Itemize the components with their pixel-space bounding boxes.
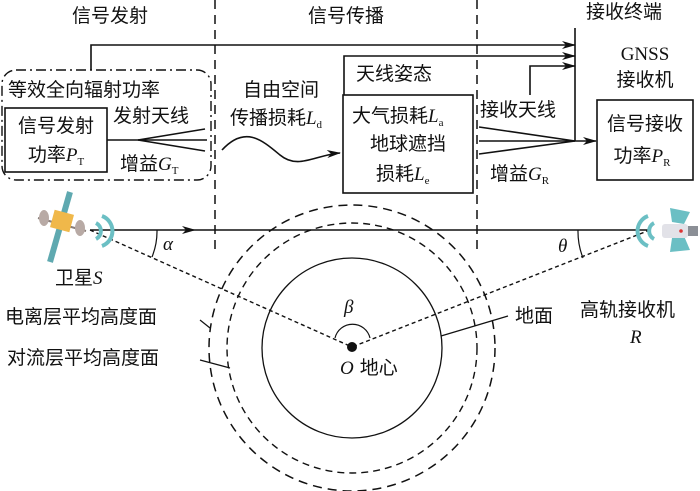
rx-signal-wave-icon xyxy=(635,214,656,248)
rx-antenna-label: 接收天线 xyxy=(480,99,556,121)
tx-antenna-label: 发射天线 xyxy=(113,105,189,127)
sat-to-center-line xyxy=(89,229,353,348)
rx-power-label-line2: 功率PR xyxy=(614,145,672,169)
section-title-terminal: 接收终端 xyxy=(586,1,662,23)
earth-center-dot xyxy=(347,342,357,352)
ground-leader xyxy=(440,315,509,337)
atm-loss-label: 大气损耗La xyxy=(352,105,444,129)
beta-label: β xyxy=(343,297,354,318)
theta-label: θ xyxy=(558,236,567,257)
occlusion-loss-line2: 损耗Le xyxy=(376,163,430,187)
tx-signal-wave-icon xyxy=(94,214,115,248)
ionosphere-label: 电离层平均高度面 xyxy=(5,306,157,328)
eirp-group-box xyxy=(1,69,212,181)
receiver-symbol: R xyxy=(629,327,642,348)
free-space-label-line1: 自由空间 xyxy=(243,79,319,101)
rx-antenna-to-terminal-arrow xyxy=(529,62,576,95)
rx-gain-label: 增益GR xyxy=(490,163,550,187)
rx-power-box xyxy=(596,99,694,181)
alpha-label: α xyxy=(163,234,174,255)
theta-arc xyxy=(577,229,584,259)
rx-to-center-line xyxy=(351,229,651,348)
ionosphere-surface xyxy=(208,204,496,491)
ionosphere-leader xyxy=(199,319,211,329)
occlusion-loss-line1: 地球遮挡 xyxy=(370,133,446,155)
free-space-wave-arrow xyxy=(221,136,341,163)
tx-gain-label: 增益GT xyxy=(120,153,179,177)
loss-to-terminal-arrow xyxy=(343,52,576,95)
section-title-transmit: 信号发射 xyxy=(72,5,148,27)
alpha-arc xyxy=(151,229,158,258)
gnss-label-line1: GNSS xyxy=(621,44,670,65)
tx-power-label-line1: 信号发射 xyxy=(18,115,94,137)
earth-surface xyxy=(261,257,443,439)
ground-label: 地面 xyxy=(515,305,553,327)
eirp-label: 等效全向辐射功率 xyxy=(8,79,160,101)
rx-antenna-icon xyxy=(478,126,576,155)
loss-box xyxy=(342,94,474,194)
tx-power-label-line2: 功率PT xyxy=(28,144,85,168)
section-title-propagation: 信号传播 xyxy=(308,5,384,27)
beta-arc xyxy=(334,323,371,339)
troposphere-leader xyxy=(199,359,231,369)
eirp-to-terminal-arrow xyxy=(90,41,576,70)
receiver-satellite-icon xyxy=(662,208,698,252)
satellite-label: 卫星S xyxy=(55,267,103,289)
troposphere-label: 对流层平均高度面 xyxy=(7,347,159,369)
troposphere-surface xyxy=(226,222,478,474)
free-space-label-line2: 传播损耗Ld xyxy=(230,107,323,131)
rx-power-label-line1: 信号接收 xyxy=(607,113,683,135)
satellite-icon xyxy=(37,191,87,263)
tx-antenna-icon xyxy=(107,128,207,152)
antenna-attitude-label: 天线姿态 xyxy=(356,63,432,85)
receiver-label: 高轨接收机 xyxy=(580,299,675,321)
gnss-label-line2: 接收机 xyxy=(616,69,673,91)
